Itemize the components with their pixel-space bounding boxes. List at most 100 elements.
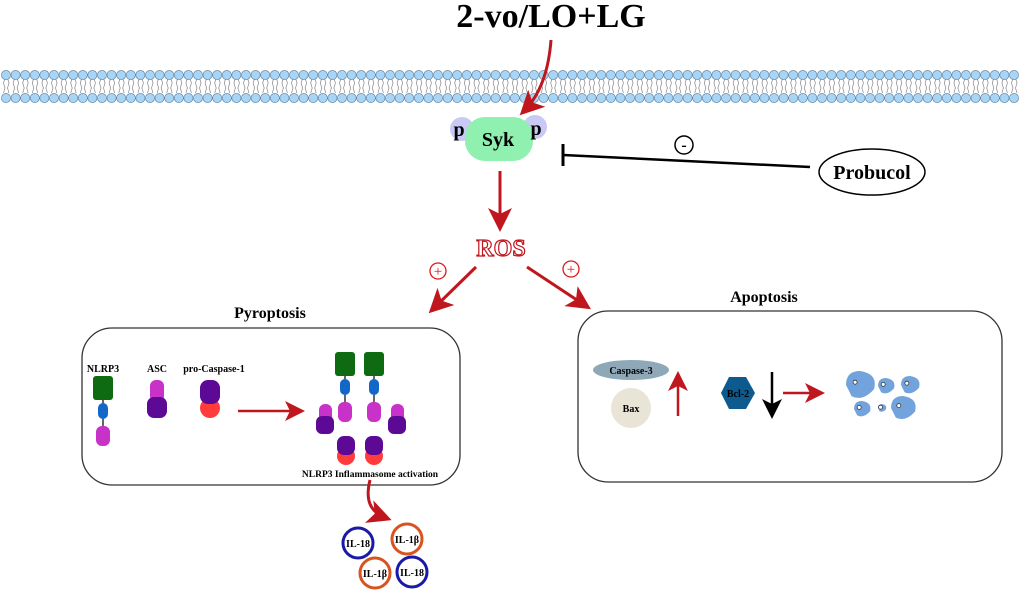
lipid-head [615, 70, 626, 80]
lipid-head [413, 93, 424, 103]
lipid-head [97, 93, 107, 103]
lipid-tail [271, 77, 275, 94]
lipid-tail [828, 77, 831, 94]
lipid-tail [957, 77, 960, 94]
lipid-tail [842, 77, 845, 94]
lipid-head [241, 93, 251, 103]
lipid-head [884, 93, 895, 103]
lipid-tail [358, 77, 361, 94]
lipid-head [20, 93, 31, 103]
lipid-head [269, 93, 280, 103]
lipid-head [855, 70, 866, 80]
lipid-head [116, 70, 127, 80]
lipid-tail [214, 77, 217, 94]
cytokine-release-arrow [364, 479, 392, 523]
lipid-tail [339, 77, 342, 94]
lipid-tail [458, 77, 461, 94]
lipid-tail [444, 77, 447, 94]
lipid-head [711, 70, 722, 80]
lipid-head [145, 93, 155, 103]
lipid-head [461, 70, 472, 80]
stimulus-title: 2-vo/LO+LG [456, 0, 645, 35]
nucleus-fragment [878, 404, 883, 410]
nlrp3-protein [335, 352, 355, 422]
cytokine-il-1b: IL-1β [390, 522, 424, 556]
lipid-tail [1015, 77, 1018, 94]
lipid-head [193, 70, 203, 80]
lipid-head [317, 93, 328, 103]
probucol-ellipse [818, 148, 926, 196]
cytokine-il-1b: IL-1β [358, 556, 392, 590]
lipid-head [577, 70, 587, 80]
lipid-head [980, 70, 991, 80]
lipid-tail [199, 77, 202, 94]
lipid-tail [64, 77, 67, 94]
lipid-tail [243, 77, 246, 94]
lipid-tail [521, 77, 524, 94]
lipid-head [797, 70, 808, 80]
lipid-head [308, 93, 319, 103]
lipid-head [797, 93, 808, 103]
lipid-tail [780, 77, 783, 94]
lipid-head [836, 70, 847, 80]
lipid-head [308, 70, 319, 80]
phospho-left-label: p [453, 119, 464, 141]
lipid-head [29, 70, 40, 80]
lipid-head [97, 70, 107, 80]
lipid-tail [851, 77, 855, 94]
lipid-tail [118, 77, 121, 94]
lipid-head [682, 93, 693, 103]
lipid-head [951, 93, 962, 103]
lipid-head [509, 70, 520, 80]
lipid-head [106, 93, 117, 103]
lipid-head [164, 70, 175, 80]
lipid-tail [717, 77, 720, 94]
lipid-tail [1011, 77, 1014, 94]
lipid-head [10, 70, 21, 80]
ros-to-apoptosis-arrow [526, 265, 592, 310]
lipid-tail [343, 77, 346, 94]
lipid-tail [3, 77, 6, 94]
lipid-head [365, 93, 376, 103]
nucleus-fragment [904, 380, 910, 386]
lipid-tail [928, 77, 931, 94]
cytokine-label: IL-18 [346, 539, 370, 550]
lipid-head [1009, 93, 1019, 103]
lipid-tail [563, 77, 567, 94]
lipid-head [778, 70, 789, 80]
lipid-head [125, 70, 136, 80]
lipid-tail [703, 77, 707, 94]
lipid-tail [732, 77, 735, 94]
lipid-head [893, 70, 904, 80]
lipid-head [721, 70, 731, 80]
lipid-head [452, 93, 463, 103]
cytokine-label: IL-1β [363, 569, 387, 580]
lipid-head [423, 93, 434, 103]
lipid-head [298, 93, 309, 103]
asc-label: ASC [147, 364, 167, 375]
lipid-head [442, 93, 453, 103]
lipid-tail [367, 77, 371, 94]
lipid-head [250, 93, 261, 103]
lipid-tail [304, 77, 307, 94]
lipid-head [596, 93, 607, 103]
nlrp3-label: NLRP3 [87, 364, 119, 375]
asc-protein [388, 404, 406, 434]
lipid-tail [809, 77, 812, 94]
lipid-tail [333, 77, 336, 94]
nacht-domain [369, 379, 379, 395]
lipid-tail [381, 77, 384, 94]
lipid-tail [755, 77, 759, 94]
lipid-tail [784, 77, 787, 94]
lipid-tail [669, 77, 672, 94]
inflammasome-components [93, 352, 406, 465]
lipid-tail [425, 77, 428, 94]
lipid-tail [915, 77, 918, 94]
lipid-tail [751, 77, 755, 94]
lipid-head [807, 70, 818, 80]
lipid-tail [131, 77, 135, 94]
lipid-tail [362, 77, 365, 94]
lipid-tail [943, 77, 947, 94]
lipid-tail [323, 77, 327, 94]
